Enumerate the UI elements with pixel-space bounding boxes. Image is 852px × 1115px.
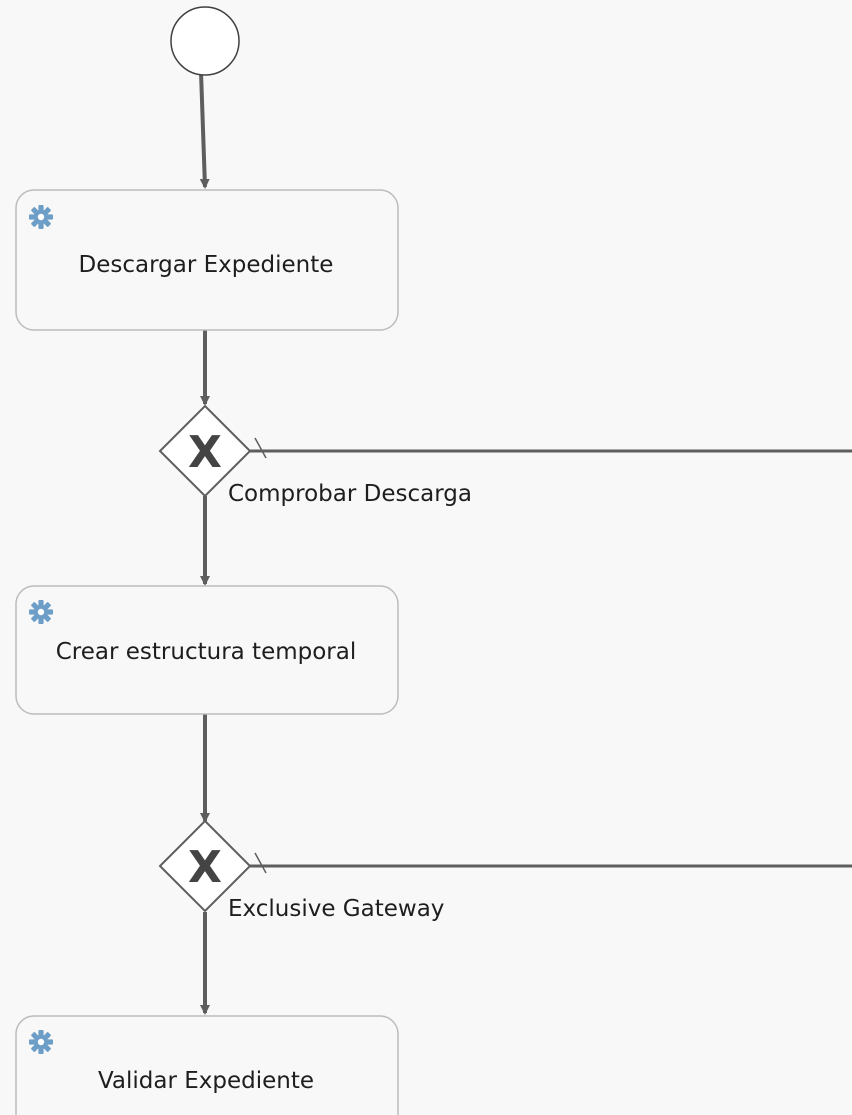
task-label: Validar Expediente (98, 1068, 314, 1094)
sequence-flows (199, 71, 852, 1015)
default-flow-marker-1 (254, 437, 267, 459)
task-label: Crear estructura temporal (56, 639, 357, 665)
task-label: Descargar Expediente (79, 252, 334, 278)
gear-icon (29, 1030, 53, 1054)
task-validar-expediente[interactable]: Validar Expediente (15, 1015, 399, 1115)
gateway-exclusive-gateway[interactable]: X (158, 819, 252, 913)
gear-icon (29, 600, 53, 624)
gateway-label: Exclusive Gateway (228, 896, 444, 922)
task-crear-estructura-temporal[interactable]: Crear estructura temporal (15, 585, 399, 715)
task-descargar-expediente[interactable]: Descargar Expediente (15, 189, 399, 331)
gateway-label: Comprobar Descarga (228, 481, 472, 507)
gateway-comprobar-descarga[interactable]: X (158, 404, 252, 498)
gear-icon (29, 205, 53, 229)
gateway-x-marker: X (188, 427, 222, 478)
gateway-x-marker: X (188, 842, 222, 893)
default-flow-marker-2 (254, 852, 267, 874)
start-event[interactable] (170, 6, 240, 76)
flow-start-to-task-1[interactable] (199, 71, 210, 189)
